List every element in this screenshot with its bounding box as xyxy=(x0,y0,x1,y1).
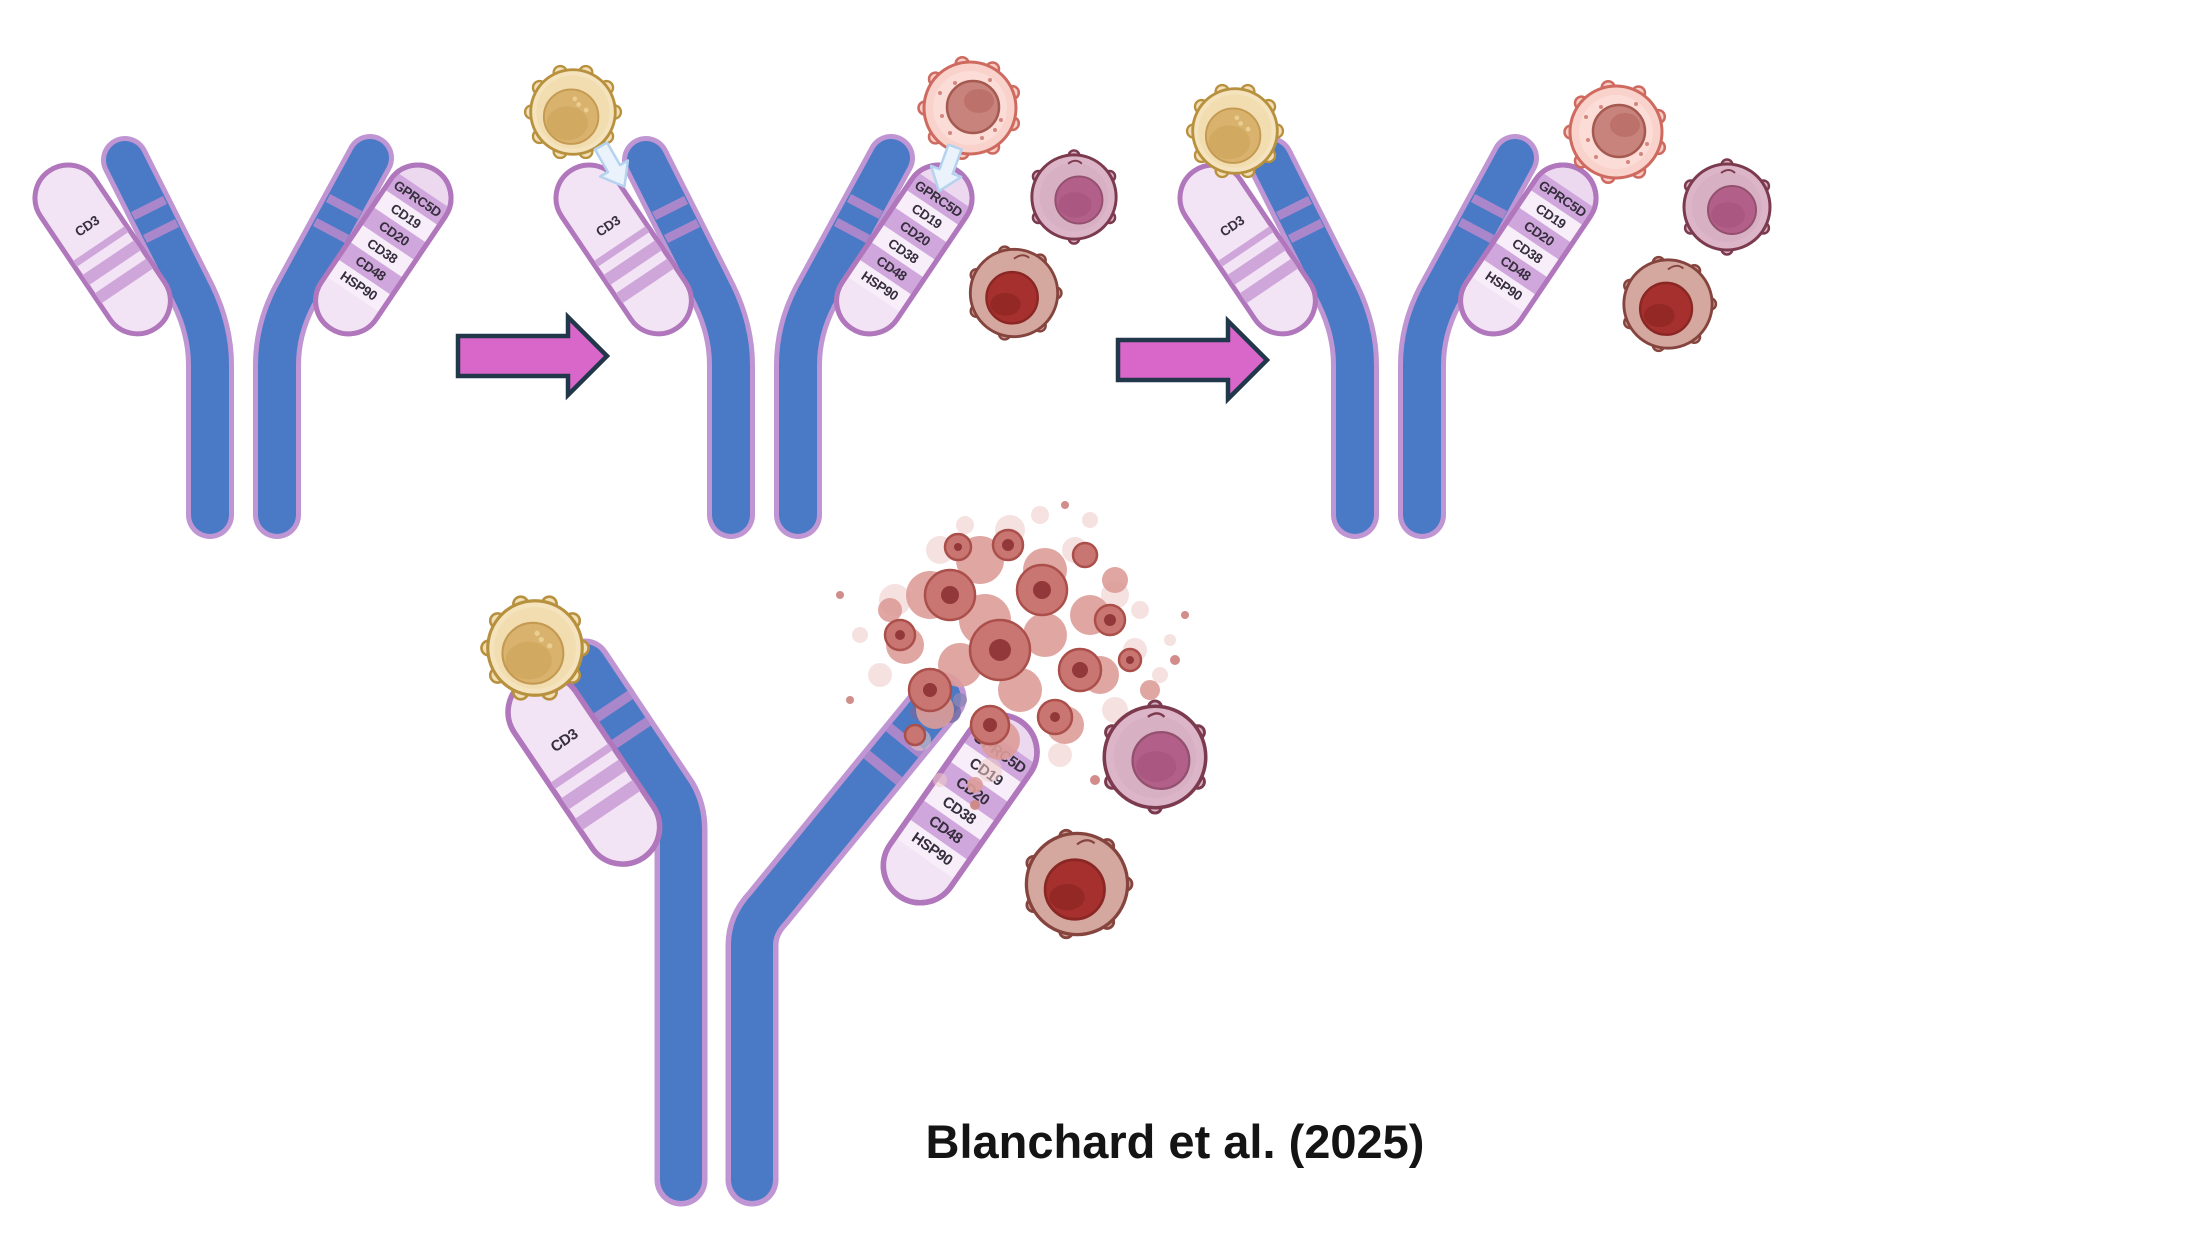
fab-arm-antigens: GPRC5D CD19 CD20 CD38 CD48 HSP90 xyxy=(824,152,985,347)
fab-arm-cd3: CD3 xyxy=(494,661,674,879)
fab-arm-cd3: CD3 xyxy=(543,152,704,346)
fab-arm-cd3: CD3 xyxy=(22,152,183,346)
antibody-binding: CD3 GPRC5D CD19 CD20 CD38 CD48 HSP90 xyxy=(543,152,985,515)
pink-tumor-cell-icon xyxy=(917,55,1021,161)
red-tumor-cell-icon xyxy=(968,245,1063,341)
fab-arm-antigens: GPRC5D CD19 CD20 CD38 CD48 HSP90 xyxy=(1448,152,1609,347)
mauve-tumor-cell-icon xyxy=(1030,148,1118,246)
heavy-chains xyxy=(125,158,370,515)
fab-arm-cd3: CD3 xyxy=(1167,152,1328,346)
heavy-chains xyxy=(1270,158,1515,515)
antibody-unbound: CD3 GPRC5D CD19 CD20 CD38 CD48 HSP90 xyxy=(22,152,464,515)
step-arrow-2 xyxy=(1118,321,1267,399)
citation-text: Blanchard et al. (2025) xyxy=(926,1115,1425,1168)
pink-tumor-cell-icon xyxy=(1563,79,1667,185)
antibody-lysis: CD3 GPRC5D CD19 CD20 CD38 CD48 HSP90 xyxy=(494,638,1052,1207)
red-tumor-cell-icon xyxy=(1024,828,1134,940)
fab-arm-antigens: GPRC5D CD19 CD20 CD38 CD48 HSP90 xyxy=(303,152,464,347)
step-arrow-1 xyxy=(458,317,607,395)
mauve-tumor-cell-icon xyxy=(1682,158,1772,256)
red-tumor-cell-icon xyxy=(1622,255,1718,353)
heavy-chains xyxy=(646,158,891,515)
antibody-engaged: CD3 GPRC5D CD19 CD20 CD38 CD48 HSP90 xyxy=(1167,152,1609,515)
